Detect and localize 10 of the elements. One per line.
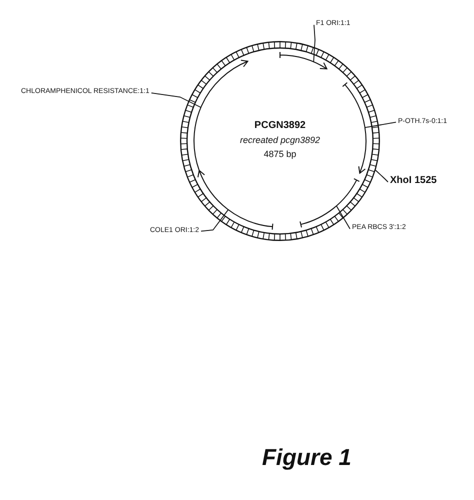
leader-line	[313, 24, 316, 62]
leader-line	[200, 209, 229, 232]
plasmid-description: recreated pcgn3892	[240, 136, 320, 145]
plasmid-size: 4875 bp	[264, 150, 296, 159]
leader-line	[375, 170, 388, 182]
plasmid-name: PCGN3892	[254, 121, 306, 131]
leader-line	[150, 92, 202, 108]
figure-caption: Figure 1	[262, 446, 352, 469]
leader-line	[364, 122, 396, 128]
restriction-site-label: XhoI 1525	[390, 176, 437, 186]
